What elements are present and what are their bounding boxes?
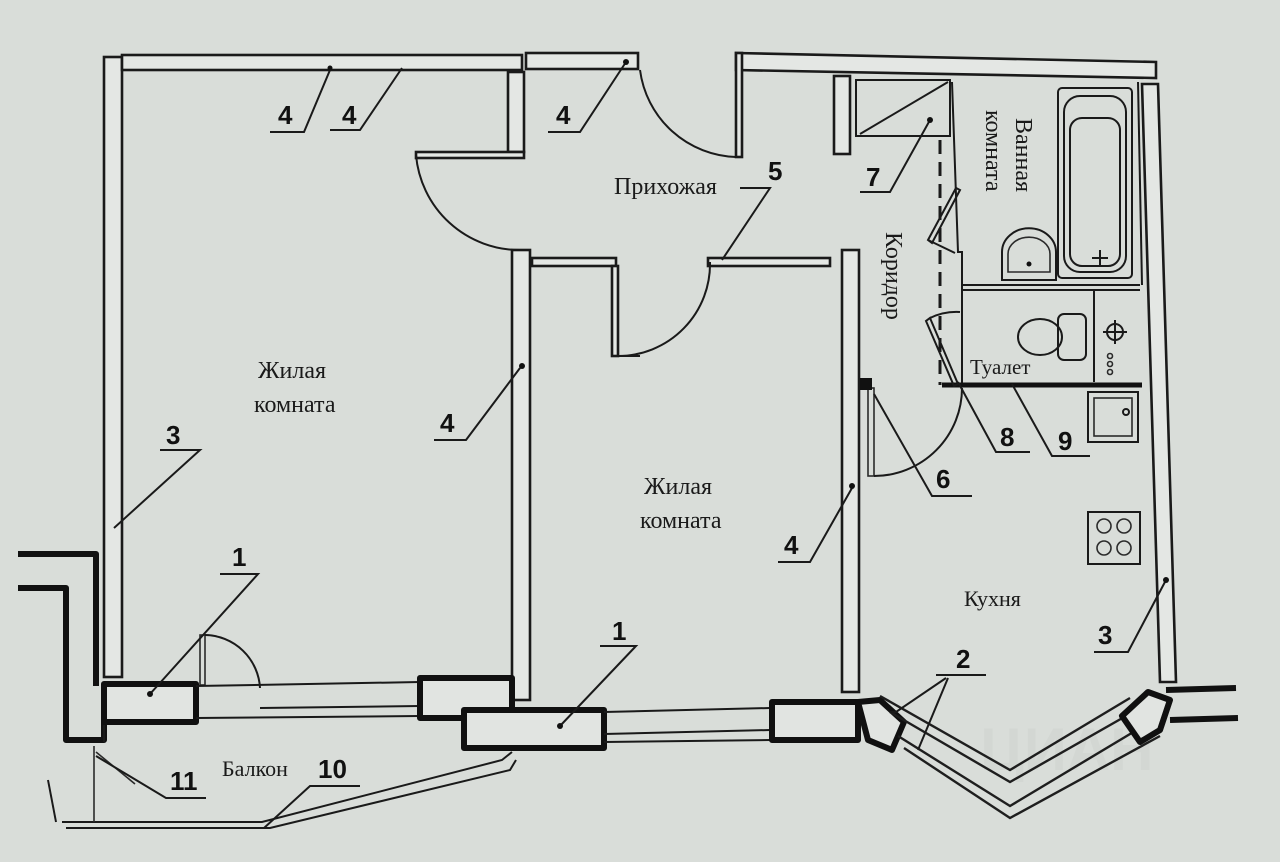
callout-labels: 4 4 4 5 7 4 3 1 1 4 6 8 9 3 2 11 10 — [166, 100, 1112, 796]
closet-diagonal — [859, 81, 949, 135]
interior-walls — [414, 70, 1143, 702]
door-leaf-toilet — [924, 316, 960, 388]
burner-icon — [1096, 518, 1112, 534]
room-label-living-left-2: комната — [254, 392, 336, 418]
room-label-hallway: Прихожая — [614, 174, 717, 200]
room-label-bathroom: Ванная — [1010, 118, 1036, 192]
door-swing-balcony — [204, 634, 261, 689]
room-label-balcony: Балкон — [222, 756, 288, 781]
wall-hall-b — [706, 256, 832, 268]
wall-top-left — [120, 53, 524, 72]
callout-3: 3 — [1098, 620, 1112, 650]
sink — [1001, 227, 1057, 281]
wall-right-outer — [1140, 82, 1178, 684]
exterior-walls — [102, 51, 1178, 684]
bathtub-basin — [1069, 117, 1121, 267]
pier-block-b — [769, 699, 861, 743]
callout-5: 5 — [768, 156, 782, 186]
callout-7: 7 — [866, 162, 880, 192]
callout-4: 4 — [440, 408, 455, 438]
room-label-corridor: Коридор — [880, 232, 906, 320]
bathtub-drain-icon — [1092, 250, 1108, 266]
callout-3: 3 — [166, 420, 180, 450]
door-swing-center-room — [617, 261, 712, 357]
callout-4: 4 — [556, 100, 571, 130]
room-label-living-left: Жилая — [258, 358, 326, 384]
callout-9: 9 — [1058, 426, 1072, 456]
balcony-rail — [66, 759, 517, 829]
room-label-living-center: Жилая — [644, 474, 712, 500]
closet-7 — [855, 79, 951, 137]
pier-2-bay — [855, 697, 907, 753]
callout-6: 6 — [936, 464, 950, 494]
callout-8: 8 — [1000, 422, 1014, 452]
toilet-bowl — [1017, 318, 1063, 356]
room-labels: Жилая комната Жилая комната Прихожая Кор… — [222, 110, 1036, 781]
door-leaf-balcony — [199, 634, 206, 686]
pier-1-left — [101, 681, 199, 725]
callout-1: 1 — [232, 542, 246, 572]
door-jamb-center — [610, 264, 620, 358]
door-swing-entrance — [639, 69, 737, 158]
callout-4: 4 — [784, 530, 799, 560]
entrance-jamb — [734, 51, 744, 159]
callout-4: 4 — [342, 100, 357, 130]
room-label-kitchen: Кухня — [964, 586, 1021, 611]
pier-1-center — [461, 707, 607, 751]
wall-bath-right — [1137, 81, 1143, 286]
wall-bath-left — [951, 81, 963, 385]
wall-top-right — [734, 51, 1158, 80]
callout-4: 4 — [278, 100, 293, 130]
door-swing-kitchen — [873, 387, 963, 477]
burner-icon — [1116, 518, 1132, 534]
callout-2: 2 — [956, 644, 970, 674]
wall-partition-right — [840, 248, 861, 694]
wall-hall-a — [530, 256, 618, 268]
toilet-tank — [1057, 313, 1087, 361]
room-label-bathroom-2: комната — [980, 110, 1006, 192]
bathtub-outer — [1057, 87, 1133, 279]
pier-closet — [832, 74, 852, 156]
burner-icon — [1096, 540, 1112, 556]
bathtub-rim — [1063, 95, 1127, 273]
door-leaf-kitchen — [867, 387, 875, 477]
door-jamb-left — [414, 150, 526, 160]
kitchen-sink — [1087, 391, 1139, 443]
wall-left-outer — [102, 55, 124, 679]
doors — [199, 69, 963, 689]
callout-11: 11 — [170, 766, 198, 796]
wall-top-middle — [524, 51, 640, 71]
pier-top — [506, 70, 526, 154]
callout-1: 1 — [612, 616, 626, 646]
pier-bay-right — [1119, 689, 1173, 745]
callout-leaders — [95, 59, 1169, 829]
wall-partition-left — [510, 248, 532, 702]
stove — [1087, 511, 1141, 565]
callout-10: 10 — [318, 754, 347, 784]
room-label-living-center-2: комната — [640, 508, 722, 534]
facade — [18, 551, 1239, 829]
door-swing-left-room — [415, 154, 521, 252]
fixtures — [1001, 87, 1141, 565]
burner-icon — [1116, 540, 1132, 556]
room-label-toilet: Туалет — [970, 355, 1031, 379]
